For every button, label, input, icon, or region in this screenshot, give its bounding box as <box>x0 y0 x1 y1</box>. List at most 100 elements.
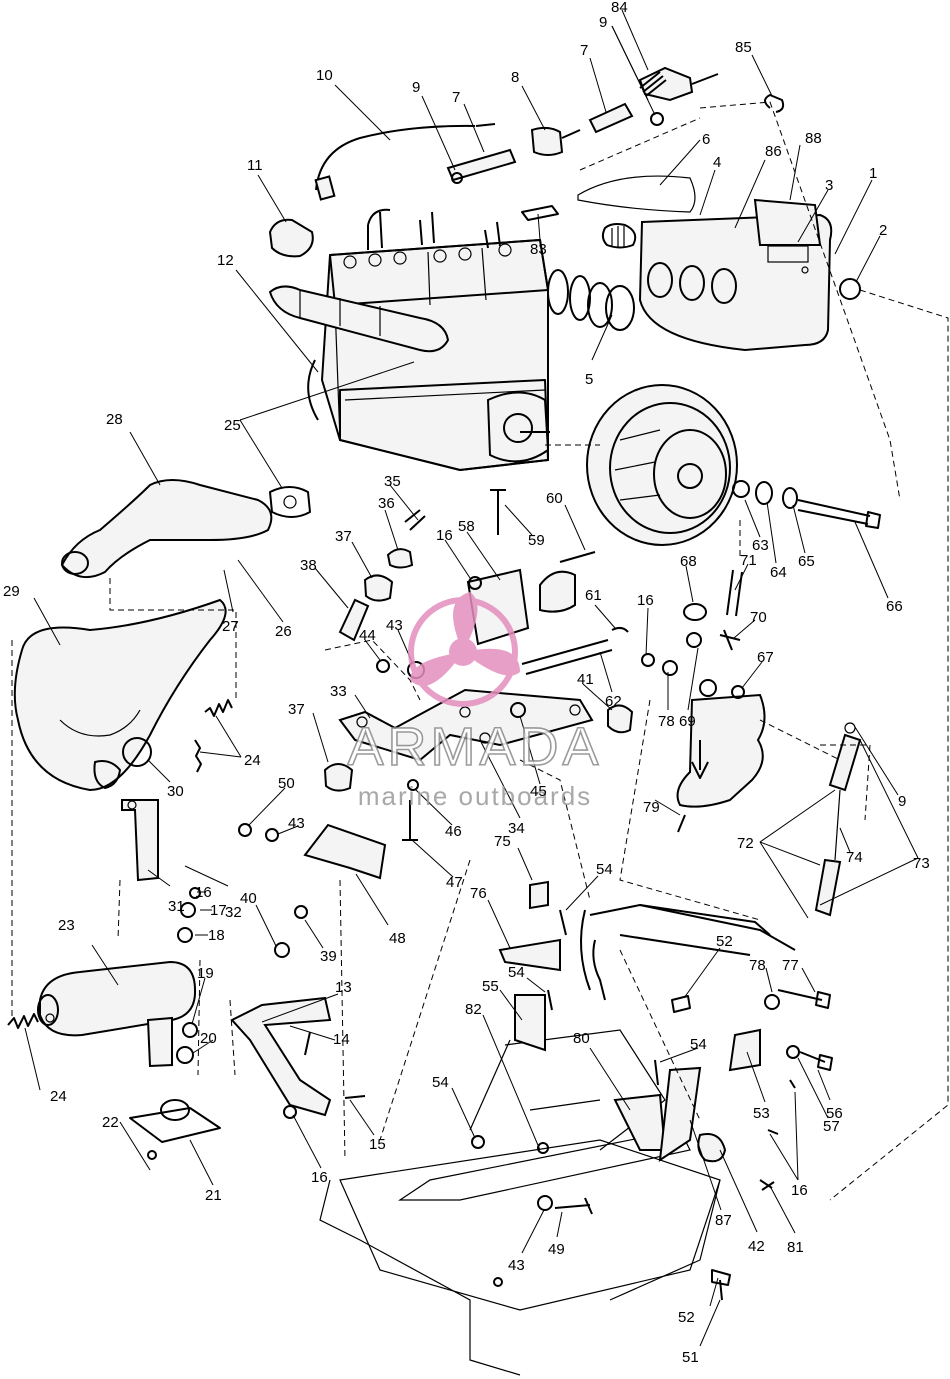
callout: 54 <box>508 964 525 981</box>
mount-41 <box>607 704 634 734</box>
callout: 67 <box>757 649 774 666</box>
callout: 42 <box>748 1238 765 1255</box>
callout: 43 <box>288 815 305 832</box>
callout: 71 <box>740 552 757 569</box>
cable-clip-85 <box>764 94 785 113</box>
callout: 5 <box>585 371 593 388</box>
callout: 9 <box>898 793 906 810</box>
callout: 15 <box>369 1136 386 1153</box>
callout: 57 <box>823 1118 840 1135</box>
callout: 37 <box>335 528 352 545</box>
screw-15 <box>344 1095 366 1099</box>
mount-37-lower <box>323 763 354 792</box>
callout: 74 <box>846 849 863 866</box>
callout: 32 <box>225 904 242 921</box>
callout: 40 <box>240 890 257 907</box>
muffler <box>37 960 197 1068</box>
mount-37-upper <box>363 574 394 602</box>
callout: 23 <box>58 917 75 934</box>
callout: 9 <box>599 14 607 31</box>
tailpipe-plate <box>129 1107 221 1143</box>
callout: 64 <box>770 564 787 581</box>
pulley-bracket <box>539 570 576 613</box>
callout: 81 <box>787 1239 804 1256</box>
muffler-bracket <box>121 799 159 882</box>
screw-51 <box>711 1269 731 1301</box>
callout: 36 <box>378 495 395 512</box>
callout: 45 <box>530 783 547 800</box>
callout: 83 <box>530 241 547 258</box>
callout: 20 <box>200 1030 217 1047</box>
callout: 53 <box>753 1105 770 1122</box>
callout: 3 <box>825 177 833 194</box>
bracket-87 <box>658 1066 702 1163</box>
callout: 16 <box>637 592 654 609</box>
callout: 26 <box>275 623 292 640</box>
callout: 18 <box>208 927 225 944</box>
clutch-bolt-66 <box>797 499 881 529</box>
grommet-75 <box>529 880 549 910</box>
exhaust-spring-upper <box>204 699 233 717</box>
callout: 49 <box>548 1241 565 1258</box>
carburetor-adapter-rings <box>547 269 635 331</box>
stud-59 <box>490 489 506 535</box>
exhaust-spring-lower <box>7 1013 39 1029</box>
callout: 16 <box>311 1169 328 1186</box>
callout: 70 <box>750 609 767 626</box>
gasket-69 <box>686 632 702 648</box>
callout: 79 <box>643 799 660 816</box>
callout: 24 <box>50 1088 67 1105</box>
fitting-70 <box>719 629 741 651</box>
callout: 47 <box>446 874 463 891</box>
callout: 9 <box>412 79 420 96</box>
callout: 31 <box>168 898 185 915</box>
tank-outlet <box>677 814 686 833</box>
callout: 24 <box>244 752 261 769</box>
callout: 27 <box>222 618 239 635</box>
logo-hub <box>449 638 477 666</box>
callout: 11 <box>247 157 263 174</box>
callout: 25 <box>224 417 241 434</box>
callout: 1 <box>869 165 877 182</box>
exhaust-spring-mid <box>194 739 202 773</box>
clutch-washer-63 <box>732 480 750 498</box>
oil-cap-68 <box>683 603 707 621</box>
drive-clutch <box>586 384 738 546</box>
callout: 86 <box>765 143 782 160</box>
callout: 68 <box>680 553 697 570</box>
exhaust-manifold <box>60 479 273 579</box>
callout: 62 <box>605 693 622 710</box>
callout: 61 <box>585 587 602 604</box>
rod-62 <box>521 639 613 675</box>
callout: 43 <box>508 1257 525 1274</box>
mount-36 <box>386 548 414 569</box>
callout: 39 <box>320 948 337 965</box>
callout: 46 <box>445 823 462 840</box>
alignment-lines <box>11 101 949 1201</box>
callout: 52 <box>716 933 733 950</box>
callout: 2 <box>879 222 887 239</box>
callout: 55 <box>482 978 499 995</box>
callout: 44 <box>359 627 376 644</box>
callout: 50 <box>278 775 295 792</box>
callout: 80 <box>573 1030 590 1047</box>
bolt-47 <box>402 800 418 841</box>
callout: 22 <box>102 1114 119 1131</box>
callout: 6 <box>702 131 710 148</box>
callout: 37 <box>288 701 305 718</box>
callout: 75 <box>494 833 511 850</box>
pipe-mount-ball <box>122 737 152 767</box>
callout: 78 <box>749 957 766 974</box>
lock-washer-65 <box>782 487 798 509</box>
propeller-logo <box>408 592 520 707</box>
callout: 28 <box>106 411 123 428</box>
callout: 33 <box>330 683 347 700</box>
callout: 87 <box>715 1212 732 1229</box>
bracket-76 <box>498 938 561 972</box>
callout: 72 <box>737 835 754 852</box>
callout: 58 <box>458 518 475 535</box>
bolt-77 <box>777 989 831 1009</box>
watermark-tagline: marine outboards <box>358 781 592 811</box>
bracket-55 <box>514 994 546 1052</box>
